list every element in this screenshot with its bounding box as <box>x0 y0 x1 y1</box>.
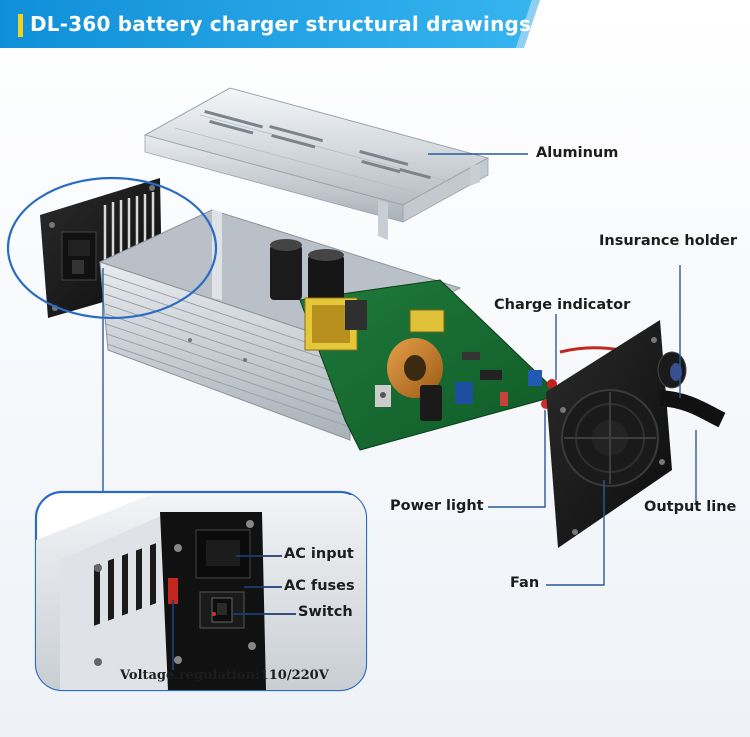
page-title: DL-360 battery charger structural drawin… <box>30 12 532 36</box>
highlight-circle <box>6 176 218 320</box>
circuit-board <box>270 239 561 451</box>
label-voltage-regulation: Voltage regulation:110/220V <box>120 668 329 683</box>
inset-detail <box>34 490 368 692</box>
label-insurance-holder: Insurance holder <box>599 233 738 249</box>
title-banner-text: DL-360 battery charger structural drawin… <box>0 0 538 50</box>
label-ac-input: AC input <box>284 546 354 562</box>
label-charge-indicator: Charge indicator <box>494 297 631 313</box>
leader-lines <box>102 153 697 586</box>
label-aluminum: Aluminum <box>536 145 619 161</box>
title-accent-bar <box>18 14 23 37</box>
label-power-light: Power light <box>390 498 484 514</box>
label-ac-fuses: AC fuses <box>284 578 355 594</box>
aluminum-lid <box>143 87 490 240</box>
label-fan: Fan <box>510 575 540 591</box>
title-banner <box>0 0 540 48</box>
label-output-line: Output line <box>644 499 737 515</box>
label-switch: Switch <box>298 604 353 620</box>
right-end-plate <box>546 320 726 548</box>
